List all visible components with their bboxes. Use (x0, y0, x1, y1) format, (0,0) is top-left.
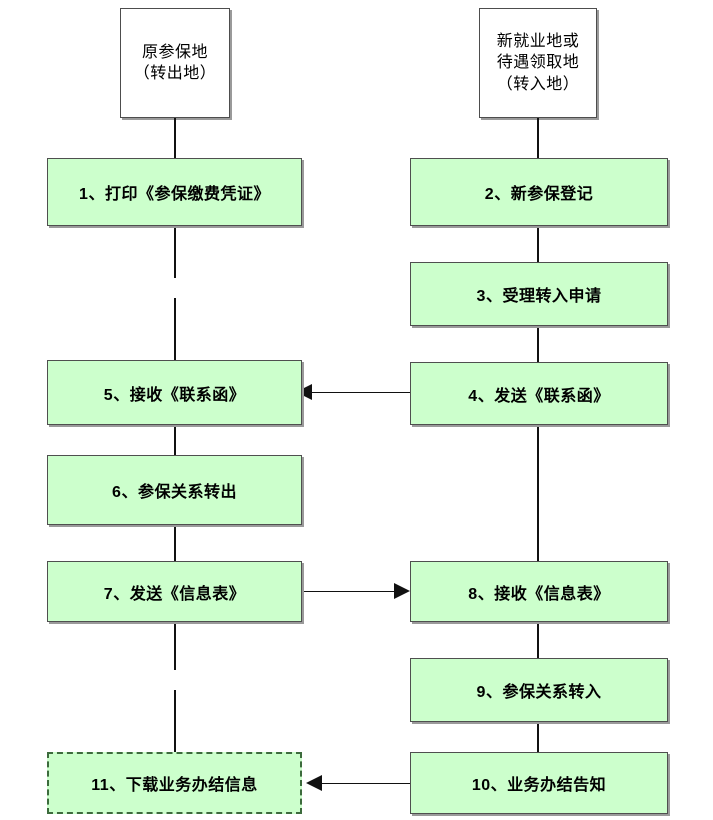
connector-left-step7-to-step11-seg2 (174, 690, 176, 752)
arrow-line-step4-to-step5 (310, 392, 410, 393)
connector-right-step9-to-step10 (537, 722, 539, 752)
process-label-step7: 7、发送《信息表》 (103, 585, 246, 603)
connector-right-header-to-step2 (537, 118, 539, 158)
process-box-step2[interactable]: 2、新参保登记 (410, 158, 668, 226)
process-label-step1: 1、打印《参保缴费凭证》 (79, 186, 270, 203)
connector-right-step3-to-step4 (537, 326, 539, 362)
arrow-head-step7-to-step8 (394, 583, 410, 599)
process-label-step8: 8、接收《信息表》 (468, 585, 610, 603)
process-box-step6[interactable]: 6、参保关系转出 (47, 455, 302, 525)
process-label-step10: 10、业务办结告知 (471, 777, 607, 794)
arrow-line-step10-to-step11 (320, 783, 412, 784)
process-box-step1[interactable]: 1、打印《参保缴费凭证》 (47, 158, 302, 226)
process-label-step3: 3、受理转入申请 (476, 288, 602, 305)
process-box-step5[interactable]: 5、接收《联系函》 (47, 360, 302, 425)
connector-left-step6-to-step7 (174, 525, 176, 561)
connector-right-step8-to-step9 (537, 622, 539, 658)
arrow-line-step7-to-step8 (300, 591, 396, 592)
connector-left-header-to-step1 (174, 118, 176, 158)
process-box-step3[interactable]: 3、受理转入申请 (410, 262, 668, 326)
process-box-step8[interactable]: 8、接收《信息表》 (410, 561, 668, 622)
connector-right-step4-to-step8 (537, 425, 539, 561)
arrow-head-step10-to-step11 (306, 775, 322, 791)
process-label-step9: 9、参保关系转入 (476, 684, 602, 701)
process-label-step2: 2、新参保登记 (484, 186, 594, 203)
process-label-step11: 11、下载业务办结信息 (91, 777, 258, 794)
process-box-step4[interactable]: 4、发送《联系函》 (410, 362, 668, 425)
connector-right-step2-to-step3 (537, 226, 539, 262)
header-box-left: 原参保地 （转出地） (120, 8, 230, 118)
process-box-step7[interactable]: 7、发送《信息表》 (47, 561, 302, 622)
connector-left-step1-to-step5-seg2 (174, 298, 176, 360)
process-label-step4: 4、发送《联系函》 (468, 387, 610, 405)
header-left-line-2: （转出地） (133, 65, 217, 82)
process-box-step11[interactable]: 11、下载业务办结信息 (47, 752, 302, 814)
connector-left-step7-to-step11-seg1 (174, 622, 176, 670)
header-right-line-2: 待遇领取地 (496, 54, 580, 72)
header-right-line-1: 新就业地或 (496, 33, 580, 51)
header-right-line-3: （转入地） (496, 75, 580, 93)
header-left-line-1: 原参保地 (141, 43, 208, 61)
process-label-step5: 5、接收《联系函》 (103, 386, 246, 404)
process-box-step10[interactable]: 10、业务办结告知 (410, 752, 668, 814)
header-box-right: 新就业地或 待遇领取地 （转入地） (479, 8, 597, 118)
connector-left-step5-to-step6 (174, 425, 176, 455)
process-label-step6: 6、参保关系转出 (112, 484, 237, 501)
connector-left-step1-to-step5-seg1 (174, 226, 176, 278)
process-box-step9[interactable]: 9、参保关系转入 (410, 658, 668, 722)
